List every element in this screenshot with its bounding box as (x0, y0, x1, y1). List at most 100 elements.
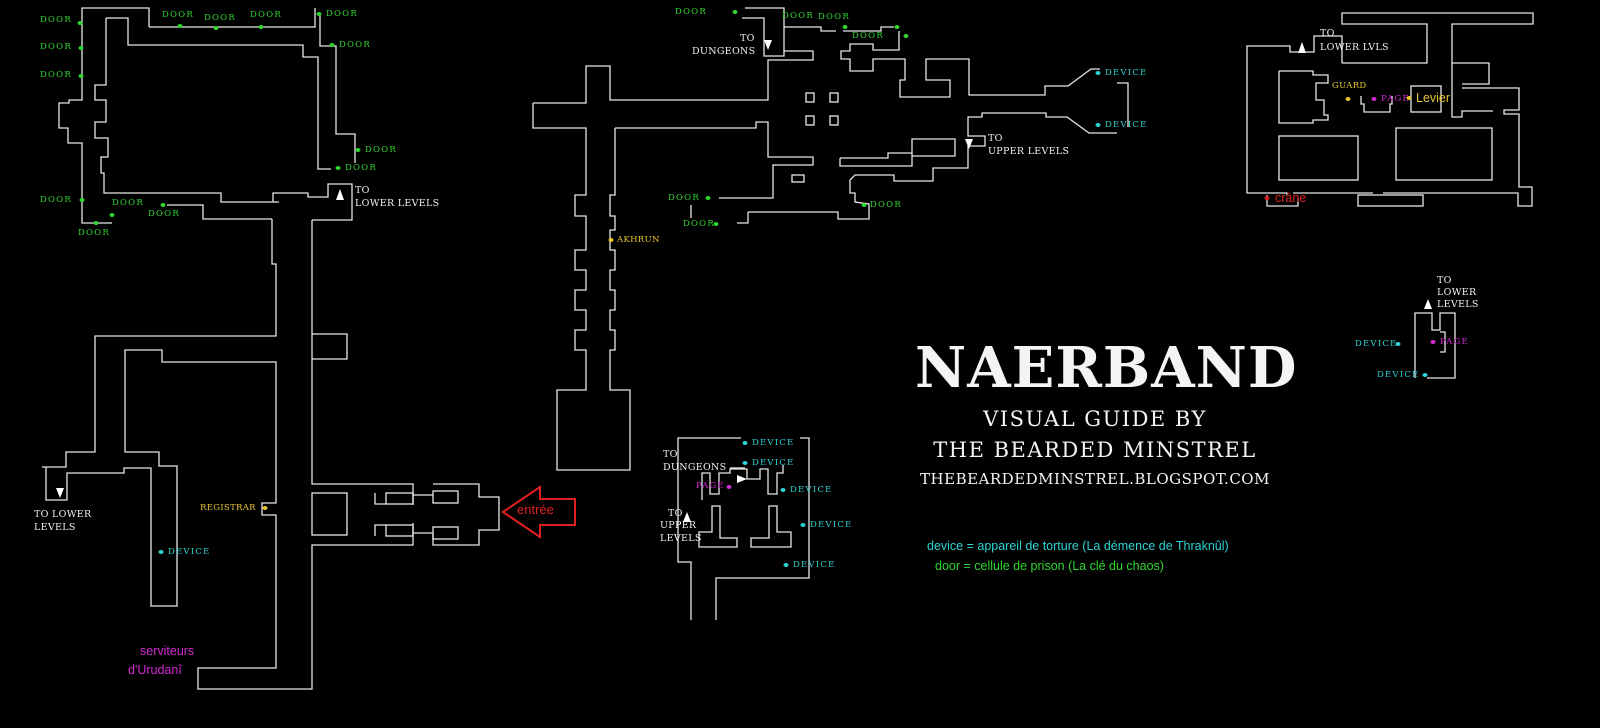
north-east-wing-walls (1246, 12, 1534, 207)
door-label: DOOR (852, 31, 884, 41)
stairs-label: LEVELS (660, 533, 702, 544)
door-label: DOOR (870, 200, 902, 210)
door-marker[interactable] (77, 21, 83, 25)
door-marker[interactable] (329, 43, 335, 47)
door-marker[interactable] (213, 26, 219, 30)
stairs-down-arrow-icon[interactable] (965, 139, 973, 149)
page-marker[interactable] (726, 485, 732, 489)
door-label: DOOR (668, 193, 700, 203)
door-marker[interactable] (894, 25, 900, 29)
door-marker[interactable] (258, 25, 264, 29)
page-label: PAGE (1440, 337, 1469, 347)
device-marker[interactable] (158, 550, 164, 554)
door-label: DOOR (365, 145, 397, 155)
page-marker[interactable] (1430, 340, 1436, 344)
guard-label: GUARD (1332, 81, 1367, 91)
door-label: DOOR (345, 163, 377, 173)
stairs-label: DUNGEONS (663, 462, 727, 473)
device-marker[interactable] (742, 441, 748, 445)
device-label: DEVICE (793, 560, 836, 570)
door-label: DOOR (112, 198, 144, 208)
skull-marker[interactable] (1264, 196, 1270, 200)
stairs-label: LOWER LEVELS (355, 198, 440, 209)
map-title: NAERBAND (915, 335, 1298, 401)
akhrun-label: AKHRUN (617, 235, 660, 245)
door-label: DOOR (818, 12, 850, 22)
legend-device: device = appareil de torture (La démence… (927, 539, 1229, 553)
door-label: DOOR (782, 11, 814, 21)
door-marker[interactable] (79, 198, 85, 202)
servants-label: serviteurs (140, 644, 195, 658)
stairs-label: UPPER (660, 520, 697, 531)
door-marker[interactable] (109, 213, 115, 217)
door-marker[interactable] (355, 148, 361, 152)
device-marker[interactable] (1095, 123, 1101, 127)
door-marker[interactable] (705, 196, 711, 200)
device-marker[interactable] (1422, 373, 1428, 377)
device-label: DEVICE (752, 438, 795, 448)
page-label: PAGE (1381, 94, 1410, 104)
door-marker[interactable] (903, 34, 909, 38)
map-url[interactable]: THEBEARDEDMINSTREL.BLOGSPOT.COM (920, 470, 1270, 488)
door-label: DOOR (40, 70, 72, 80)
stairs-label: TO (668, 508, 683, 519)
npc-marker[interactable] (608, 238, 614, 242)
door-marker[interactable] (335, 166, 341, 170)
stairs-up-arrow-icon[interactable] (1298, 42, 1306, 53)
stairs-label: LEVELS (1437, 299, 1479, 310)
stairs-right-arrow-icon[interactable] (737, 475, 747, 483)
door-marker[interactable] (842, 25, 848, 29)
stairs-label: TO (1320, 28, 1335, 39)
stairs-up-arrow-icon[interactable] (683, 512, 691, 522)
npc-marker[interactable] (1345, 97, 1351, 101)
door-marker[interactable] (78, 74, 84, 78)
entrance-label[interactable]: entrée (517, 502, 554, 517)
door-marker[interactable] (732, 10, 738, 14)
west-wing-walls (42, 219, 500, 690)
stairs-down-arrow-icon[interactable] (56, 488, 64, 498)
lever-marker[interactable] (1406, 96, 1412, 100)
door-marker[interactable] (160, 203, 166, 207)
door-marker[interactable] (316, 12, 322, 16)
door-marker[interactable] (713, 222, 719, 226)
stairs-label: DUNGEONS (692, 46, 756, 57)
device-marker[interactable] (742, 461, 748, 465)
map-subtitle: VISUAL GUIDE BY (983, 407, 1207, 431)
entrance-arrow-icon (501, 485, 576, 539)
door-marker[interactable] (861, 203, 867, 207)
door-label: DOOR (204, 13, 236, 23)
device-marker[interactable] (780, 488, 786, 492)
device-label: DEVICE (1355, 339, 1398, 349)
stairs-label: TO LOWER (34, 509, 92, 520)
stairs-up-arrow-icon[interactable] (336, 189, 344, 200)
map-title-block: NAERBAND VISUAL GUIDE BY THE BEARDED MIN… (915, 333, 1298, 493)
device-marker[interactable] (783, 563, 789, 567)
door-marker[interactable] (78, 46, 84, 50)
stairs-label: LOWER (1437, 287, 1477, 298)
device-marker[interactable] (1395, 342, 1401, 346)
device-marker[interactable] (800, 523, 806, 527)
stairs-down-arrow-icon[interactable] (764, 40, 772, 50)
door-label: DOOR (326, 9, 358, 19)
central-wing-walls (532, 7, 1129, 471)
door-label: DOOR (40, 15, 72, 25)
legend-door: door = cellule de prison (La clé du chao… (935, 559, 1164, 573)
npc-marker[interactable] (262, 506, 268, 510)
servants-label: d'Urudanî (128, 663, 182, 677)
map-author: THE BEARDED MINSTREL (933, 438, 1257, 462)
door-marker[interactable] (177, 24, 183, 28)
north-west-wing-walls (58, 7, 356, 224)
door-label: DOOR (148, 209, 180, 219)
page-marker[interactable] (1371, 97, 1377, 101)
page-label: PAGE (696, 481, 725, 491)
door-label: DOOR (339, 40, 371, 50)
device-marker[interactable] (1095, 71, 1101, 75)
stairs-label: TO (663, 449, 678, 460)
door-marker[interactable] (93, 221, 99, 225)
stairs-label: TO (740, 33, 755, 44)
device-label: DEVICE (1105, 68, 1148, 78)
device-label: DEVICE (168, 547, 211, 557)
stairs-up-arrow-icon[interactable] (1424, 299, 1432, 309)
device-label: DEVICE (790, 485, 833, 495)
